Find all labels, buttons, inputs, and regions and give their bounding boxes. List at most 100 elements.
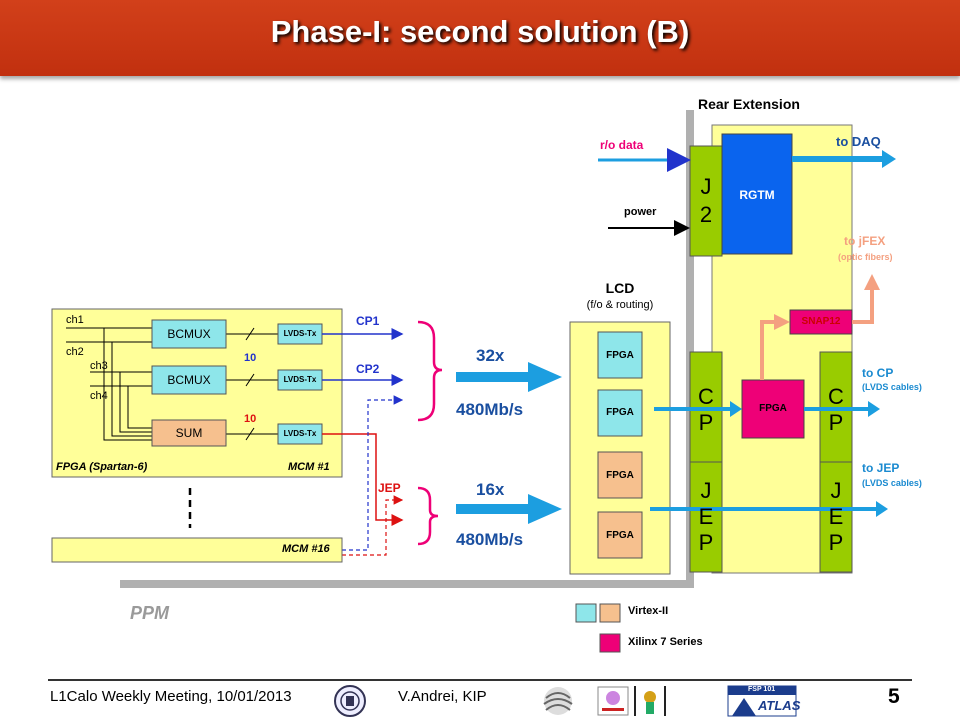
jep-left-e: E: [698, 504, 714, 529]
ch3-label: ch3: [90, 360, 108, 372]
j2-letter-2: 2: [699, 202, 713, 227]
to-daq-label: to DAQ: [836, 134, 881, 149]
rate-1: 480Mb/s: [456, 400, 524, 419]
power-label: power: [624, 206, 657, 218]
optic-fibers-label: (optic fibers): [838, 252, 893, 262]
footer-author: V.Andrei, KIP: [398, 688, 487, 705]
jep-right-e: E: [828, 504, 844, 529]
brace-jep: [417, 486, 439, 546]
sum-block: [151, 419, 227, 447]
university-seal-icon: [334, 685, 366, 717]
lcd-fpga-1: [597, 331, 643, 379]
lcd-fpga-2: [597, 389, 643, 437]
mcm16-box: [51, 537, 343, 563]
to-jep-label: to JEP: [862, 461, 900, 475]
footer-divider: [48, 679, 912, 681]
lvds-tx-2-label: LVDS-Tx: [283, 375, 317, 384]
cp-right-c: C: [828, 384, 844, 409]
cp-left-p: P: [698, 410, 714, 435]
rgtm-label: RGTM: [739, 188, 775, 202]
legend-peach-swatch: [599, 603, 621, 623]
rate-2: 480Mb/s: [456, 530, 524, 549]
mcm1-label: MCM #1: [288, 461, 330, 473]
ro-data-label: r/o data: [600, 138, 644, 152]
fpga-spartan-label: FPGA (Spartan-6): [56, 461, 148, 473]
lvds-tx-3-label: LVDS-Tx: [283, 429, 317, 438]
lcd-fpga-4: [597, 511, 643, 559]
footer-logos: [334, 685, 797, 717]
jep-right-p: P: [828, 530, 844, 555]
ch2-label: ch2: [66, 346, 84, 358]
snap12-to-jfex-arrow: [852, 288, 874, 324]
legend-magenta-swatch: [599, 633, 621, 653]
mcm16-jep-line: [342, 495, 404, 556]
slide-title: Phase-I: second solution (B): [270, 14, 690, 49]
fpga-to-snap12-arrow: [760, 320, 776, 380]
footer-page-number: 5: [888, 685, 900, 708]
snap12-label: SNAP12: [801, 316, 841, 327]
bcmux-1-label: BCMUX: [167, 327, 211, 341]
emblem-icon: [634, 686, 666, 716]
bus-width-jep: 10: [244, 413, 257, 425]
legend-cyan-swatch: [575, 603, 597, 623]
title-bar: [0, 0, 960, 76]
lcd-fpga-4-label: FPGA: [606, 530, 634, 541]
mcm16-cp-line: [342, 395, 404, 551]
fsp-label: FSP 101: [748, 686, 776, 693]
channel-wires: [66, 327, 278, 441]
cp-left-c: C: [698, 384, 714, 409]
to-jfex-label: to jFEX: [844, 234, 886, 248]
diagram-canvas: [51, 110, 896, 653]
j2-letter-j: J: [700, 174, 712, 199]
ppm-frame: [120, 110, 694, 588]
ch4-label: ch4: [90, 390, 108, 402]
footer-meeting: L1Calo Weekly Meeting, 10/01/2013: [50, 688, 292, 705]
lcd-fpga-3-label: FPGA: [606, 470, 634, 481]
ppm-label: PPM: [130, 603, 170, 623]
fpga-to-snap12-head: [774, 314, 790, 330]
kip-logo-icon: [543, 687, 573, 715]
legend-virtex-label: Virtex-II: [628, 605, 669, 617]
rear-fpga-label: FPGA: [759, 403, 787, 414]
rgtm-block: [721, 133, 793, 255]
lcd-subtitle: (f/o & routing): [586, 299, 654, 311]
rear-extension-title: Rear Extension: [698, 96, 800, 112]
cp1-label: CP1: [356, 314, 380, 328]
j2-connector: [689, 145, 723, 257]
physics-logo-icon: [597, 686, 629, 716]
atlas-logo-icon: [727, 685, 797, 717]
rear-fpga-to-cp-arrow: [804, 401, 880, 417]
legend-xilinx-label: Xilinx 7 Series: [628, 636, 703, 648]
bcmux-2: [151, 365, 227, 395]
jep-line: [322, 433, 404, 526]
count-32x: 32x: [476, 346, 505, 365]
jep-right-connector: [819, 461, 853, 573]
bcmux-2-label: BCMUX: [167, 373, 211, 387]
to-daq-arrow: [792, 150, 896, 168]
mcm16-label: MCM #16: [282, 543, 330, 555]
jep-label: JEP: [378, 481, 401, 495]
lcd-fpga-1-label: FPGA: [606, 350, 634, 361]
jep-right-j: J: [830, 478, 842, 503]
ch1-label: ch1: [66, 314, 84, 326]
jep-left-j: J: [700, 478, 712, 503]
brace-cp: [417, 320, 443, 422]
bcmux-1: [151, 319, 227, 349]
arrow-16x: [456, 494, 562, 524]
jep-left-p: P: [698, 530, 714, 555]
lcd-title: LCD: [605, 280, 635, 296]
to-cp-label: to CP: [862, 366, 894, 380]
lcd-fpga-2-label: FPGA: [606, 407, 634, 418]
jep-left-connector: [689, 461, 723, 573]
snap12-to-jfex-head: [864, 274, 880, 290]
lcd-to-jep-arrow: [650, 501, 888, 517]
lcd-fpga-3: [597, 451, 643, 499]
snap12-block: [789, 309, 853, 335]
atlas-label: ATLAS: [758, 698, 801, 713]
arrow-32x: [456, 362, 562, 392]
cp2-label: CP2: [356, 362, 380, 376]
rear-fpga: [741, 379, 805, 439]
lcd-to-rear-cp-arrow: [654, 401, 742, 417]
count-16x: 16x: [476, 480, 505, 499]
to-cp-cables: (LVDS cables): [862, 382, 922, 392]
